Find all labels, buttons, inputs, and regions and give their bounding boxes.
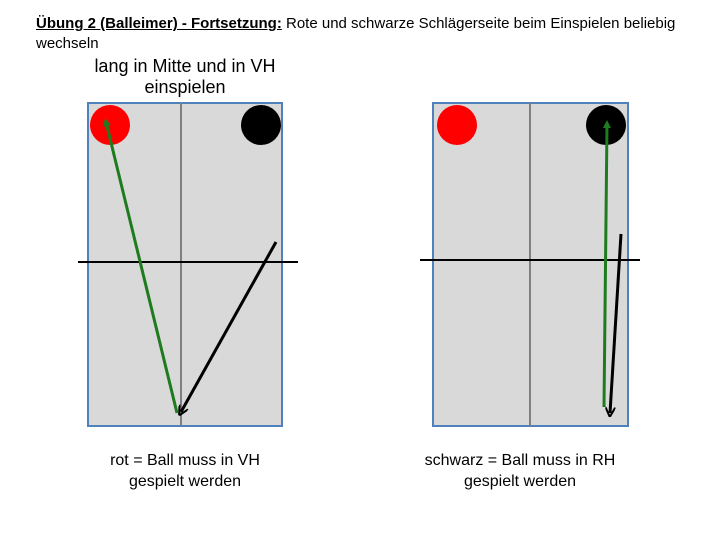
left-green-arrow [103,118,179,414]
left-caption-line-1: rot = Ball muss in VH [110,452,260,469]
left-table-surface [87,102,283,427]
exercise-description: Rote und schwarze Schlägerseite beim Ein… [36,15,676,52]
right-green-arrow [602,120,611,408]
left-caption: rot = Ball muss in VH gespielt werden [70,450,300,492]
left-table [78,102,298,427]
exercise-title: Übung 2 (Balleimer) - Fortsetzung: [36,15,282,32]
instruction-line-1: lang in Mitte und in VH [94,56,276,76]
instruction-line-2: einspielen [144,77,226,97]
instruction-note: lang in Mitte und in VH einspielen [70,56,300,98]
right-red-player [437,105,477,145]
right-black-arrow [610,233,623,413]
exercise-heading: Übung 2 (Balleimer) - Fortsetzung: Rote … [36,14,696,54]
right-caption-line-1: schwarz = Ball muss in RH [424,452,616,469]
left-caption-line-2: gespielt werden [128,473,242,490]
right-table [420,102,640,427]
right-caption: schwarz = Ball muss in RH gespielt werde… [400,450,640,492]
right-caption-line-2: gespielt werden [463,473,577,490]
left-black-player [241,105,281,145]
left-black-arrow [181,241,278,412]
